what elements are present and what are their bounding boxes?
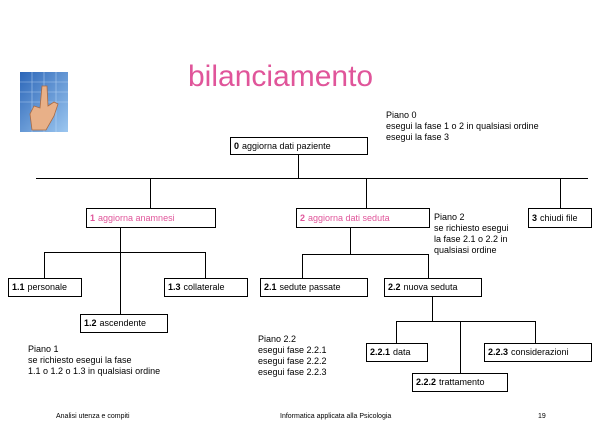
- plan-line: Piano 0: [386, 110, 417, 120]
- connector: [302, 254, 428, 255]
- node-label: ascendente: [99, 318, 147, 328]
- connector: [150, 178, 151, 208]
- node-label: nuova seduta: [403, 282, 458, 292]
- plan-line: esegui la fase 3: [386, 132, 450, 142]
- node-label: personale: [27, 282, 68, 292]
- node-number: 1: [90, 212, 96, 223]
- node-label: trattamento: [439, 377, 485, 387]
- node-label: sedute passate: [279, 282, 341, 292]
- connector: [366, 178, 367, 208]
- node-label: aggiorna dati paziente: [242, 140, 331, 151]
- node-number: 0: [234, 140, 240, 151]
- connector: [428, 254, 429, 278]
- node-number: 2.1: [264, 282, 277, 292]
- plan-line: esegui fase 2.2.1: [258, 345, 327, 355]
- page-number: 19: [538, 413, 546, 420]
- connector: [120, 228, 121, 252]
- plan-line: esegui la fase 1 o 2 in qualsiasi ordine: [386, 121, 539, 131]
- plan-line: la fase 2.1 o 2.2 in: [434, 234, 508, 244]
- plan-2-2: Piano 2.2 esegui fase 2.2.1 esegui fase …: [258, 334, 327, 378]
- plan-line: qualsiasi ordine: [434, 245, 497, 255]
- node-number: 2: [300, 212, 306, 223]
- connector: [396, 321, 397, 343]
- node-number: 2.2.3: [488, 347, 509, 357]
- node-label: considerazioni: [511, 347, 569, 357]
- connector: [44, 252, 206, 253]
- plan-1: Piano 1 se richiesto esegui la fase 1.1 …: [28, 344, 160, 377]
- plan-line: se richiesto esegui la fase: [28, 355, 132, 365]
- node-label: aggiorna dati seduta: [308, 212, 390, 223]
- connector: [350, 228, 351, 254]
- plan-line: Piano 1: [28, 344, 59, 354]
- footer-left: Analisi utenza e compiti: [56, 413, 130, 420]
- hand-touch-icon: [20, 72, 68, 132]
- footer-center: Informatica applicata alla Psicologia: [280, 413, 392, 420]
- node-label: collaterale: [183, 282, 225, 292]
- plan-line: Piano 2.2: [258, 334, 297, 344]
- plan-line: se richiesto esegui: [434, 223, 509, 233]
- connector: [432, 297, 433, 321]
- node-label: chiudi file: [540, 212, 578, 223]
- node-number: 2.2.1: [370, 347, 391, 357]
- connector: [535, 321, 536, 343]
- node-number: 1.3: [168, 282, 181, 292]
- node-number: 1.1: [12, 282, 25, 292]
- plan-line: esegui fase 2.2.2: [258, 356, 327, 366]
- connector: [44, 252, 45, 278]
- connector: [460, 321, 461, 373]
- node-label: aggiorna anamnesi: [98, 212, 175, 223]
- connector: [298, 155, 299, 179]
- plan-0: Piano 0 esegui la fase 1 o 2 in qualsias…: [386, 110, 539, 143]
- plan-line: 1.1 o 1.2 o 1.3 in qualsiasi ordine: [28, 366, 161, 376]
- node-number: 2.2: [388, 282, 401, 292]
- plan-line: Piano 2: [434, 212, 465, 222]
- connector: [205, 252, 206, 278]
- connector: [36, 178, 588, 179]
- connector: [560, 178, 561, 208]
- connector: [396, 321, 536, 322]
- plan-line: esegui fase 2.2.3: [258, 367, 327, 377]
- slide-title: bilanciamento: [188, 60, 374, 93]
- node-number: 1.2: [84, 318, 97, 328]
- connector: [120, 252, 121, 314]
- connector: [302, 254, 303, 278]
- plan-2: Piano 2 se richiesto esegui la fase 2.1 …: [434, 212, 509, 256]
- node-number: 3: [532, 212, 538, 223]
- node-number: 2.2.2: [416, 377, 437, 387]
- node-label: data: [393, 347, 411, 357]
